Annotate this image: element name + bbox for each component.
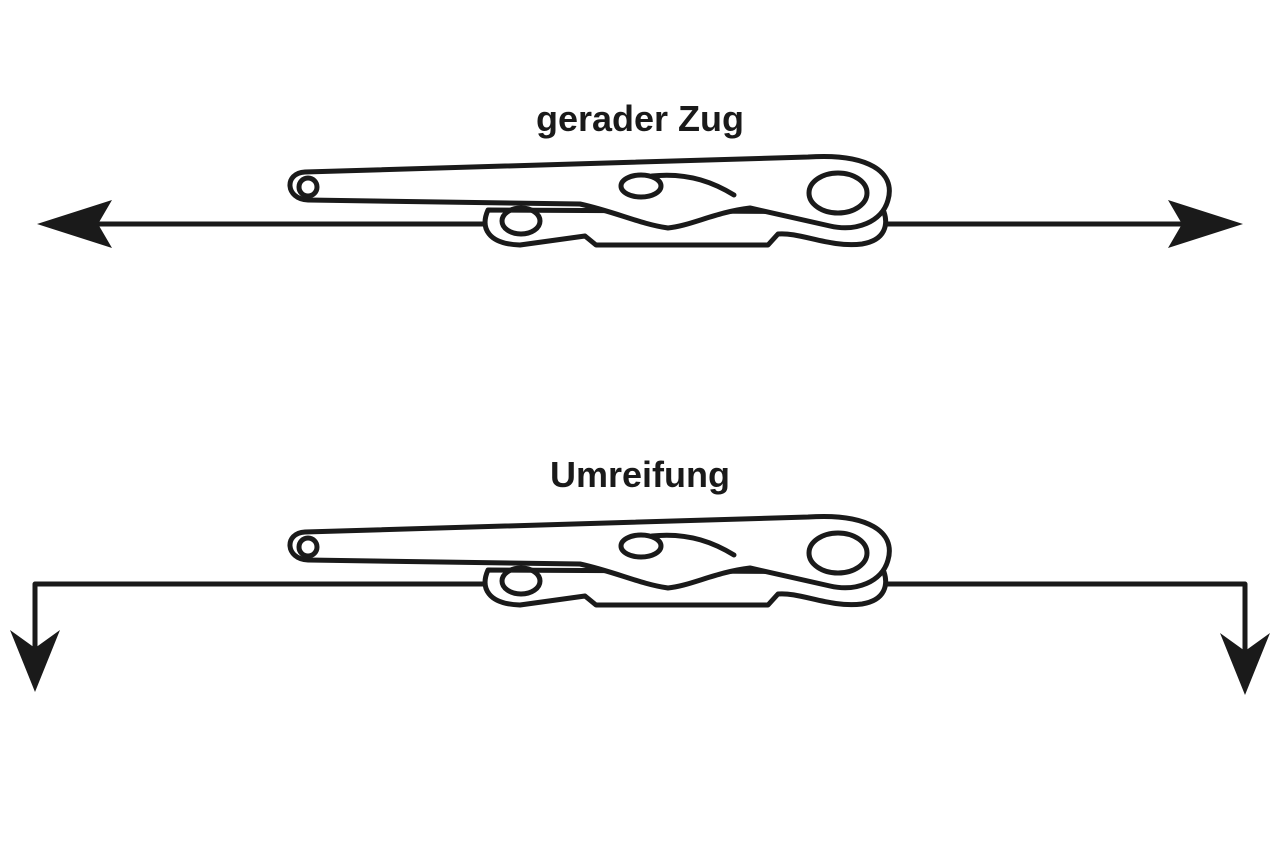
- wrap-diagram: Umreifung: [10, 454, 1270, 695]
- strap-right-wrap: [884, 581, 1248, 655]
- ratchet-buckle-icon: [290, 516, 889, 605]
- diagram-title-straight: gerader Zug: [536, 98, 744, 139]
- strap-left-wrap: [32, 581, 488, 650]
- ratchet-buckle-icon: [290, 156, 889, 245]
- arrowhead-down-left-icon: [10, 630, 60, 692]
- straight-pull-diagram: gerader Zug: [37, 98, 1243, 248]
- arrowhead-right-icon: [1168, 200, 1243, 248]
- arrowhead-left-icon: [37, 200, 112, 248]
- diagram-title-wrap: Umreifung: [550, 454, 730, 495]
- arrowhead-down-right-icon: [1220, 633, 1270, 695]
